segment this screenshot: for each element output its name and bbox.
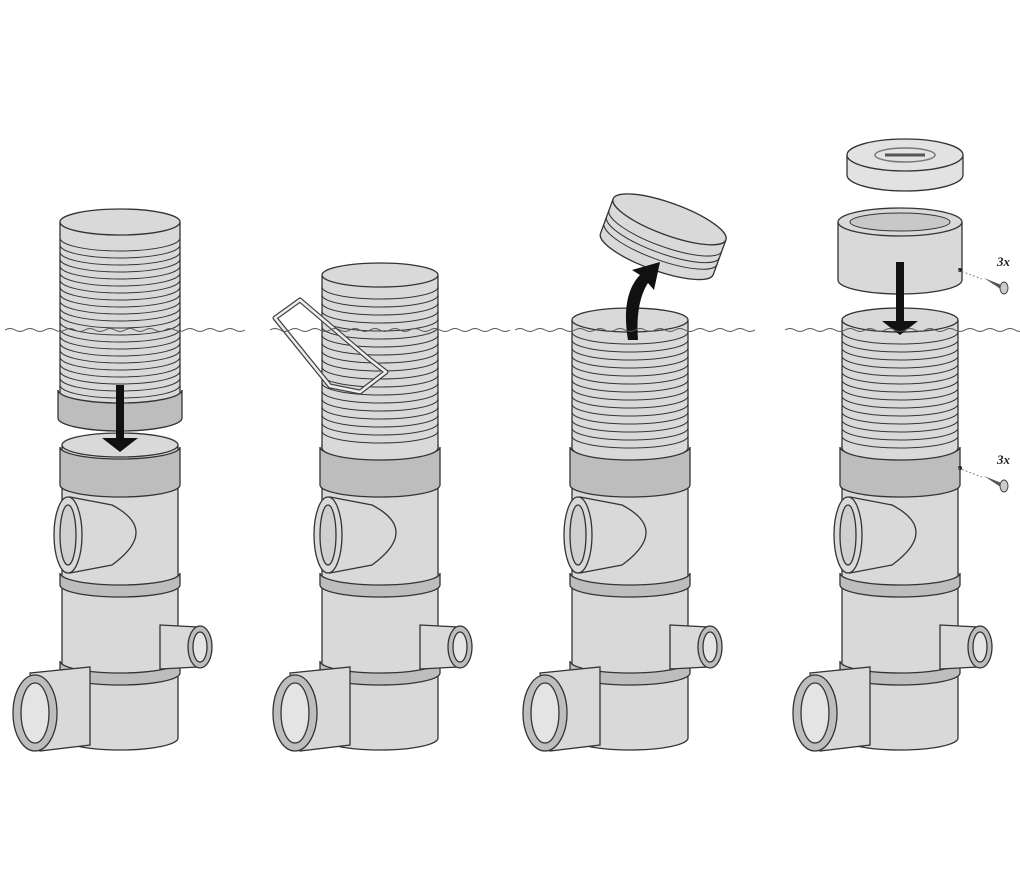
- ground-level-line: [269, 328, 511, 332]
- coupling-band: [569, 572, 691, 598]
- coupling-band: [59, 572, 181, 598]
- side-inlet: [563, 496, 647, 574]
- right-outlet: [419, 624, 473, 670]
- screw-hole: [958, 268, 962, 272]
- filter-lid: [599, 193, 727, 281]
- side-inlet: [833, 496, 917, 574]
- riser-ribs: [59, 237, 181, 399]
- manhole-cover: [846, 138, 964, 192]
- arrow-down-icon: [882, 262, 918, 335]
- side-inlet: [313, 496, 397, 574]
- coupling-band: [59, 446, 181, 498]
- bottom-outlet: [272, 666, 351, 752]
- screw-hole: [958, 466, 962, 470]
- right-outlet: [159, 624, 213, 670]
- side-inlet: [53, 496, 137, 574]
- arrow-up-curved-icon: [625, 262, 660, 340]
- lifting-handle-tool: [272, 297, 389, 395]
- riser-ribs: [841, 331, 959, 449]
- screw-icon: [957, 269, 1009, 295]
- cover-body: [846, 138, 964, 192]
- step-4-assembly: [792, 138, 993, 752]
- bottom-outlet: [12, 666, 91, 752]
- riser-ribs: [603, 209, 723, 270]
- screw-count-bottom: 3x: [997, 452, 1010, 467]
- riser-ribs: [571, 331, 689, 449]
- ground-level-line: [514, 328, 756, 332]
- ground-level-line: [4, 328, 246, 332]
- step-3-assembly: [522, 193, 727, 752]
- step-2-assembly: [272, 262, 473, 752]
- lid-ring: [599, 193, 727, 281]
- arrow-down-icon: [102, 385, 138, 452]
- step-1-assembly: [12, 208, 213, 752]
- coupling-band: [319, 572, 441, 598]
- right-outlet: [669, 624, 723, 670]
- bottom-outlet: [522, 666, 601, 752]
- right-outlet: [939, 624, 993, 670]
- riser-ribs: [321, 286, 439, 444]
- coupling-band: [839, 572, 961, 598]
- bottom-outlet: [792, 666, 871, 752]
- ground-level-line: [784, 328, 1020, 332]
- screw-count-top: 3x: [997, 254, 1010, 269]
- riser-pipe: [321, 262, 439, 461]
- screw-icon: [957, 467, 1009, 493]
